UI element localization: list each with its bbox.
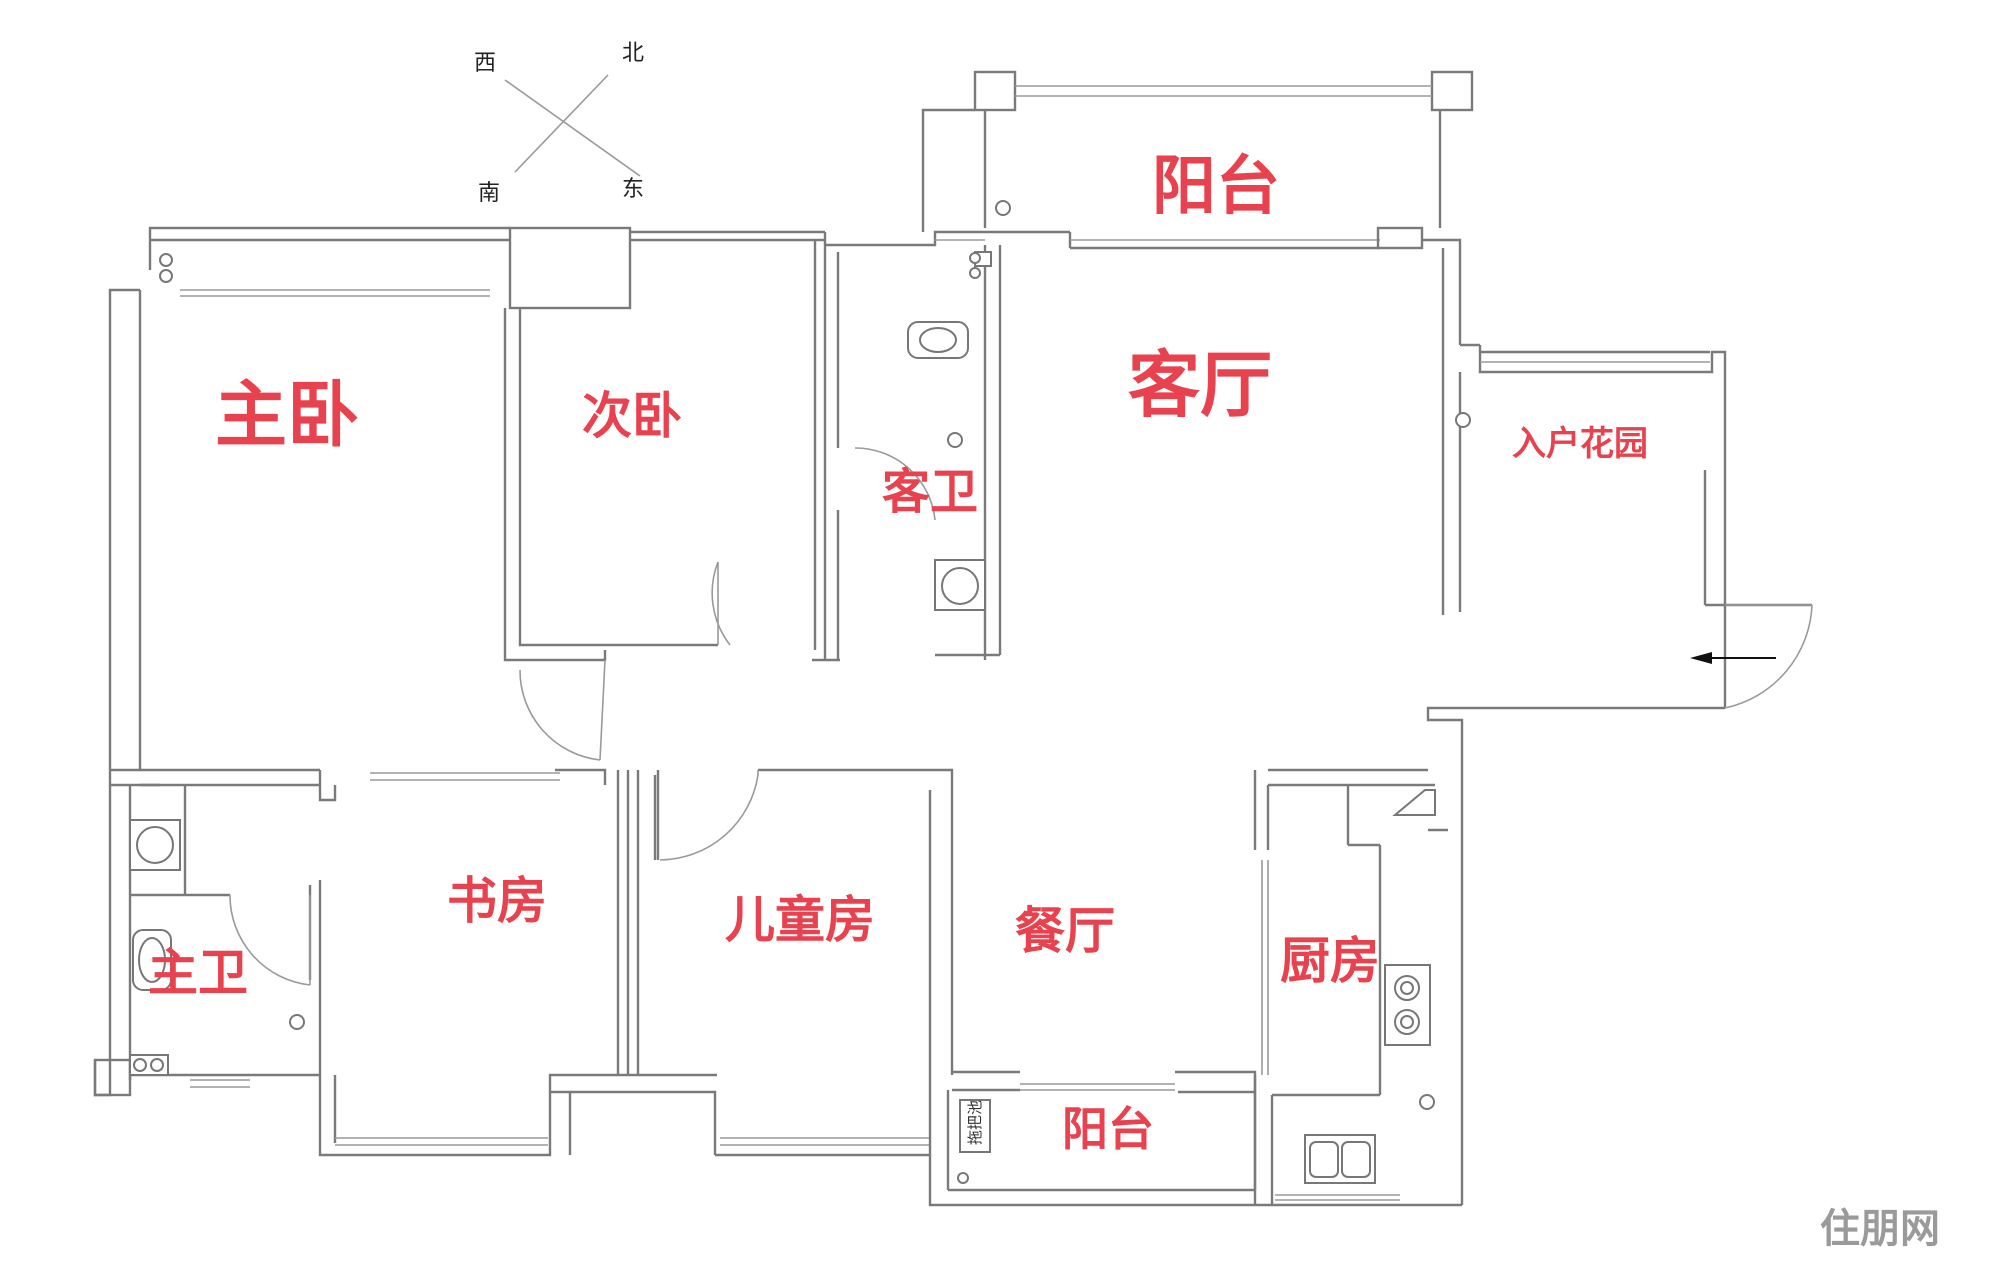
walls xyxy=(93,70,1812,1207)
range-hood-icon xyxy=(1392,789,1436,816)
drain-icon xyxy=(1455,412,1471,428)
compass-west: 西 xyxy=(474,51,496,76)
column xyxy=(1430,70,1474,112)
drain-icon xyxy=(995,200,1011,216)
label-balcony-top: 阳台 xyxy=(1152,150,1280,224)
drain-icon xyxy=(159,269,173,283)
entrance-arrow xyxy=(1690,652,1776,664)
label-balcony-bottom: 阳台 xyxy=(1062,1102,1154,1156)
door-guest-bathroom xyxy=(854,447,936,521)
door-second-bedroom xyxy=(711,561,731,646)
label-master-bathroom: 主卫 xyxy=(148,944,248,1002)
mop-sink-label: 拖把池 xyxy=(966,1100,984,1145)
door-master-bathroom xyxy=(229,894,311,986)
compass-north: 北 xyxy=(622,41,644,66)
mop-sink xyxy=(959,1099,991,1153)
label-master-bedroom: 主卧 xyxy=(215,373,359,457)
watermark-logo-text: 住朋网 xyxy=(1820,1206,1940,1252)
label-dining-room: 餐厅 xyxy=(1015,902,1115,960)
label-kids-room: 儿童房 xyxy=(725,891,875,949)
compass: 西 北 南 东 xyxy=(474,41,644,206)
fixtures: 拖把池 xyxy=(129,200,1471,1184)
label-living-room: 客厅 xyxy=(1128,343,1272,427)
compass-axis-north-south xyxy=(514,74,609,173)
drain-icon xyxy=(957,1172,969,1184)
drain-icon xyxy=(159,253,173,267)
room-labels: 主卧 次卧 客卫 阳台 客厅 入户花园 书房 儿童房 餐厅 厨房 主卫 阳台 xyxy=(148,150,1648,1156)
door-entrance xyxy=(1724,604,1813,709)
compass-south: 南 xyxy=(478,181,500,206)
label-kitchen: 厨房 xyxy=(1280,932,1380,990)
label-study: 书房 xyxy=(447,872,547,930)
compass-axis-west-east xyxy=(504,79,641,177)
label-second-bedroom: 次卧 xyxy=(582,387,682,445)
compass-east: 东 xyxy=(622,177,644,202)
drain-icon xyxy=(1419,1094,1435,1110)
drain-icon xyxy=(289,1014,305,1030)
column xyxy=(973,70,1017,112)
drain-icon xyxy=(947,432,963,448)
doors xyxy=(229,447,1813,986)
door-kids-room xyxy=(659,774,759,861)
label-guest-bathroom: 客卫 xyxy=(882,464,978,520)
label-entry-garden: 入户花园 xyxy=(1512,424,1648,464)
door-master-bedroom xyxy=(519,669,601,761)
watermark-logo: 住朋网 xyxy=(1820,1206,1940,1252)
